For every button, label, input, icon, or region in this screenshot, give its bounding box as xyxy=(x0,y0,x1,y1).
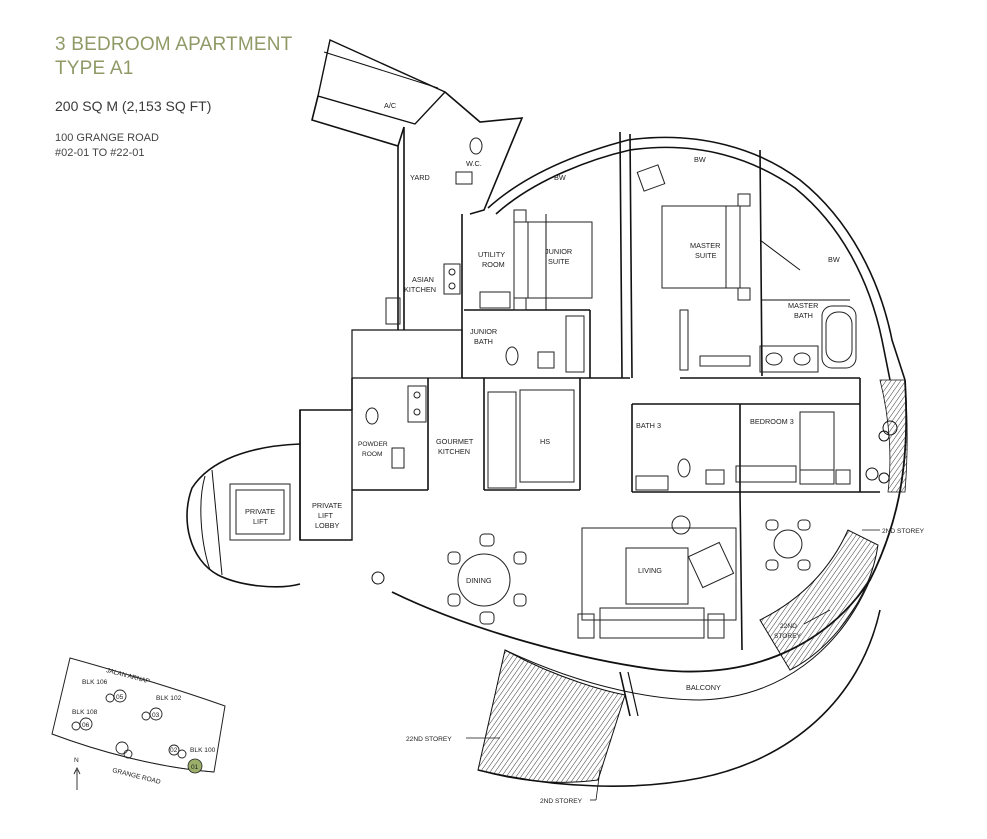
label-unit03: 03 xyxy=(152,712,160,719)
label-lift-lobby-2: LIFT xyxy=(318,511,334,520)
label-2nd-storey-right: 2ND STOREY xyxy=(882,528,925,535)
label-street-bottom: GRANGE ROAD xyxy=(112,767,162,786)
label-gourmet-1: GOURMET xyxy=(436,437,474,446)
label-living: LIVING xyxy=(638,566,662,575)
label-bw-2: BW xyxy=(694,155,706,164)
plan-unit-range: #02-01 TO #22-01 xyxy=(55,147,145,159)
balcony-screens xyxy=(477,379,908,783)
storey-annotations xyxy=(466,529,880,801)
label-master-suite-1: MASTER xyxy=(690,241,720,250)
label-asian-kitchen-1: ASIAN xyxy=(412,275,434,284)
label-unit06: 06 xyxy=(82,722,90,729)
label-junior-suite-2: SUITE xyxy=(548,257,570,266)
label-bw-3: BW xyxy=(828,255,840,264)
furniture xyxy=(229,137,857,639)
label-2nd-storey-bottom: 2ND STOREY xyxy=(540,798,583,805)
label-master-bath-1: MASTER xyxy=(788,301,818,310)
label-hs: HS xyxy=(540,437,550,446)
plan-type: TYPE A1 xyxy=(55,58,134,79)
room-labels: A/C W.C. YARD BW BW BW UTILITY ROOM JUNI… xyxy=(245,101,840,692)
label-junior-suite-1: JUNIOR xyxy=(545,247,572,256)
label-powder-2: ROOM xyxy=(362,451,383,458)
label-north: N xyxy=(74,757,79,764)
plan-address: 100 GRANGE ROAD xyxy=(55,132,159,144)
label-balcony: BALCONY xyxy=(686,683,721,692)
label-bw-1: BW xyxy=(554,173,566,182)
label-blk108: BLK 108 xyxy=(72,709,98,716)
key-plan: JALAN ARNAP GRANGE ROAD BLK 106 BLK 102 … xyxy=(51,657,226,790)
plan-title: 3 BEDROOM APARTMENT xyxy=(55,34,293,55)
label-junior-bath-1: JUNIOR xyxy=(470,327,497,336)
label-powder-1: POWDER xyxy=(358,441,388,448)
label-private-lift-2: LIFT xyxy=(253,517,269,526)
plant-icons xyxy=(371,420,898,585)
label-unit01: 01 xyxy=(191,764,199,771)
label-lift-lobby-1: PRIVATE xyxy=(312,501,342,510)
label-utility-1: UTILITY xyxy=(478,250,505,259)
label-street-top: JALAN ARNAP xyxy=(105,667,151,685)
label-blk100: BLK 100 xyxy=(190,747,216,754)
label-asian-kitchen-2: KITCHEN xyxy=(404,285,436,294)
label-lift-lobby-3: LOBBY xyxy=(315,521,339,530)
label-utility-2: ROOM xyxy=(482,260,505,269)
key-plan-highlight xyxy=(187,758,203,774)
label-bedroom3: BEDROOM 3 xyxy=(750,417,794,426)
outer-walls xyxy=(186,39,908,787)
label-junior-bath-2: BATH xyxy=(474,337,493,346)
label-22nd-storey-left: 22ND STOREY xyxy=(406,736,452,743)
label-22nd-right-1: 22ND xyxy=(780,623,797,630)
label-blk102: BLK 102 xyxy=(156,695,182,702)
label-dining: DINING xyxy=(466,576,492,585)
label-master-suite-2: SUITE xyxy=(695,251,717,260)
plan-area: 200 SQ M (2,153 SQ FT) xyxy=(55,98,212,114)
label-gourmet-2: KITCHEN xyxy=(438,447,470,456)
label-yard: YARD xyxy=(410,173,430,182)
label-master-bath-2: BATH xyxy=(794,311,813,320)
label-22nd-right-2: STOREY xyxy=(774,633,802,640)
label-bath3: BATH 3 xyxy=(636,421,661,430)
label-ac: A/C xyxy=(384,101,396,110)
label-unit05: 05 xyxy=(116,694,124,701)
label-wc: W.C. xyxy=(466,159,482,168)
label-unit02: 02 xyxy=(170,747,178,754)
label-private-lift-1: PRIVATE xyxy=(245,507,275,516)
label-blk106: BLK 106 xyxy=(82,679,108,686)
